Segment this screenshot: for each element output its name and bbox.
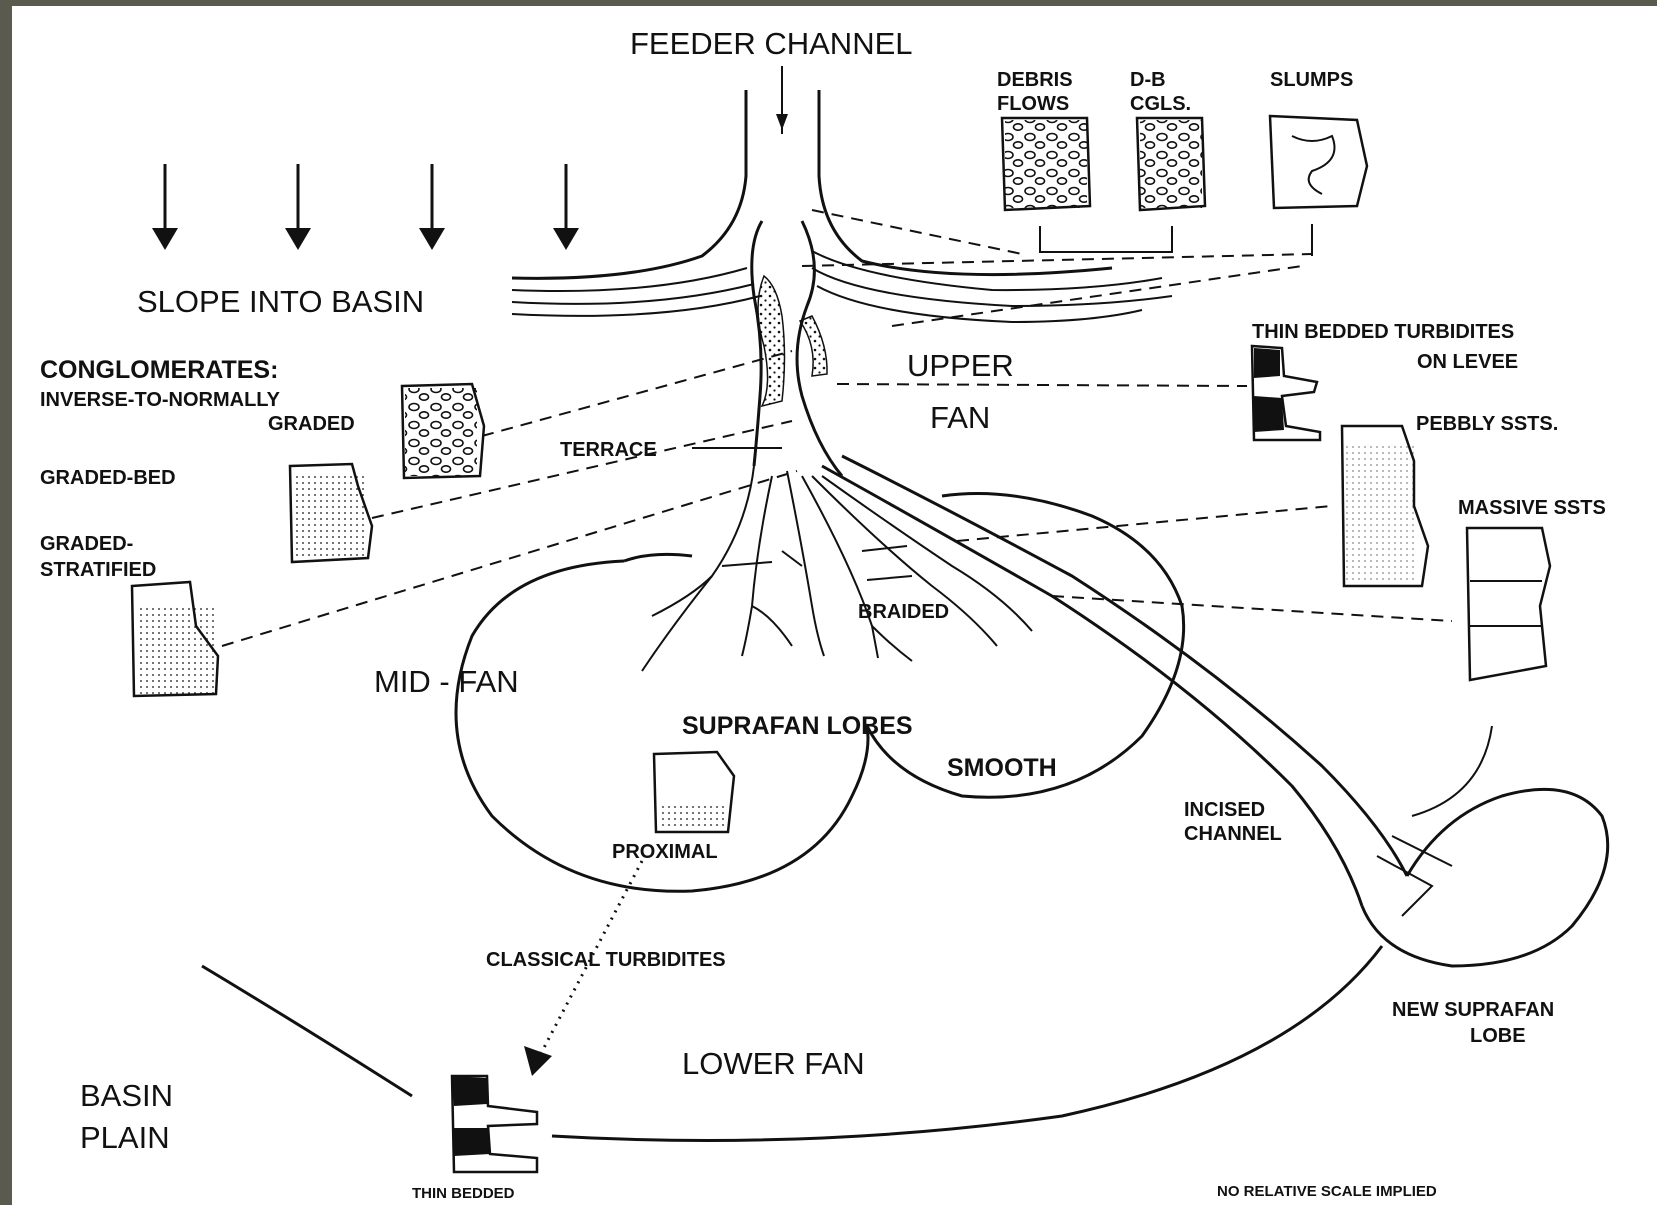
label-mid-fan: MID - FAN: [374, 664, 519, 699]
label-scale-note: NO RELATIVE SCALE IMPLIED: [1217, 1183, 1437, 1200]
label-conglomerates: CONGLOMERATES:: [40, 356, 278, 384]
label-suprafan-lobes: SUPRAFAN LOBES: [682, 712, 913, 740]
label-debris-flows-2: FLOWS: [997, 93, 1069, 115]
label-graded-stratified-2: STRATIFIED: [40, 559, 156, 581]
label-incised-channel-2: CHANNEL: [1184, 823, 1282, 845]
label-terrace: TERRACE: [560, 439, 657, 461]
label-upper: UPPER: [907, 348, 1014, 383]
sediment-columns: [132, 116, 1550, 1172]
label-feeder-channel: FEEDER CHANNEL: [630, 26, 913, 61]
label-thin-bedded-bottom: THIN BEDDED: [412, 1185, 515, 1202]
slope-arrows: [152, 164, 579, 250]
lower-fan: [202, 946, 1382, 1141]
label-new-suprafan-2: LOBE: [1470, 1025, 1526, 1047]
diagram-frame: FEEDER CHANNEL DEBRIS FLOWS D-B CGLS. SL…: [12, 6, 1657, 1205]
label-basin-2: PLAIN: [80, 1120, 170, 1155]
label-slope-into-basin: SLOPE INTO BASIN: [137, 284, 424, 319]
label-braided: BRAIDED: [858, 601, 949, 623]
label-graded-bed: GRADED-BED: [40, 467, 176, 489]
label-db-cgls-2: CGLS.: [1130, 93, 1191, 115]
label-classical-turbidites: CLASSICAL TURBIDITES: [486, 949, 726, 971]
label-inverse-graded-2: GRADED: [268, 413, 355, 435]
label-slumps: SLUMPS: [1270, 69, 1353, 91]
label-proximal: PROXIMAL: [612, 841, 718, 863]
submarine-fan-diagram: FEEDER CHANNEL DEBRIS FLOWS D-B CGLS. SL…: [12, 6, 1657, 1205]
label-basin-1: BASIN: [80, 1078, 173, 1113]
label-inverse-graded-1: INVERSE-TO-NORMALLY: [40, 389, 281, 411]
suprafan-lobes: [456, 494, 1184, 892]
label-lower-fan: LOWER FAN: [682, 1046, 865, 1081]
label-pebbly-ssts: PEBBLY SSTS.: [1416, 413, 1558, 435]
label-db-cgls-1: D-B: [1130, 69, 1166, 91]
label-incised-channel-1: INCISED: [1184, 799, 1265, 821]
label-thin-bedded-levee-1: THIN BEDDED TURBIDITES: [1252, 321, 1514, 343]
label-new-suprafan-1: NEW SUPRAFAN: [1392, 999, 1554, 1021]
label-smooth: SMOOTH: [947, 754, 1057, 782]
label-debris-flows-1: DEBRIS: [997, 69, 1073, 91]
label-thin-bedded-levee-2: ON LEVEE: [1417, 351, 1518, 373]
label-fan: FAN: [930, 400, 990, 435]
label-graded-stratified-1: GRADED-: [40, 533, 133, 555]
label-massive-ssts: MASSIVE SSTS: [1458, 497, 1606, 519]
